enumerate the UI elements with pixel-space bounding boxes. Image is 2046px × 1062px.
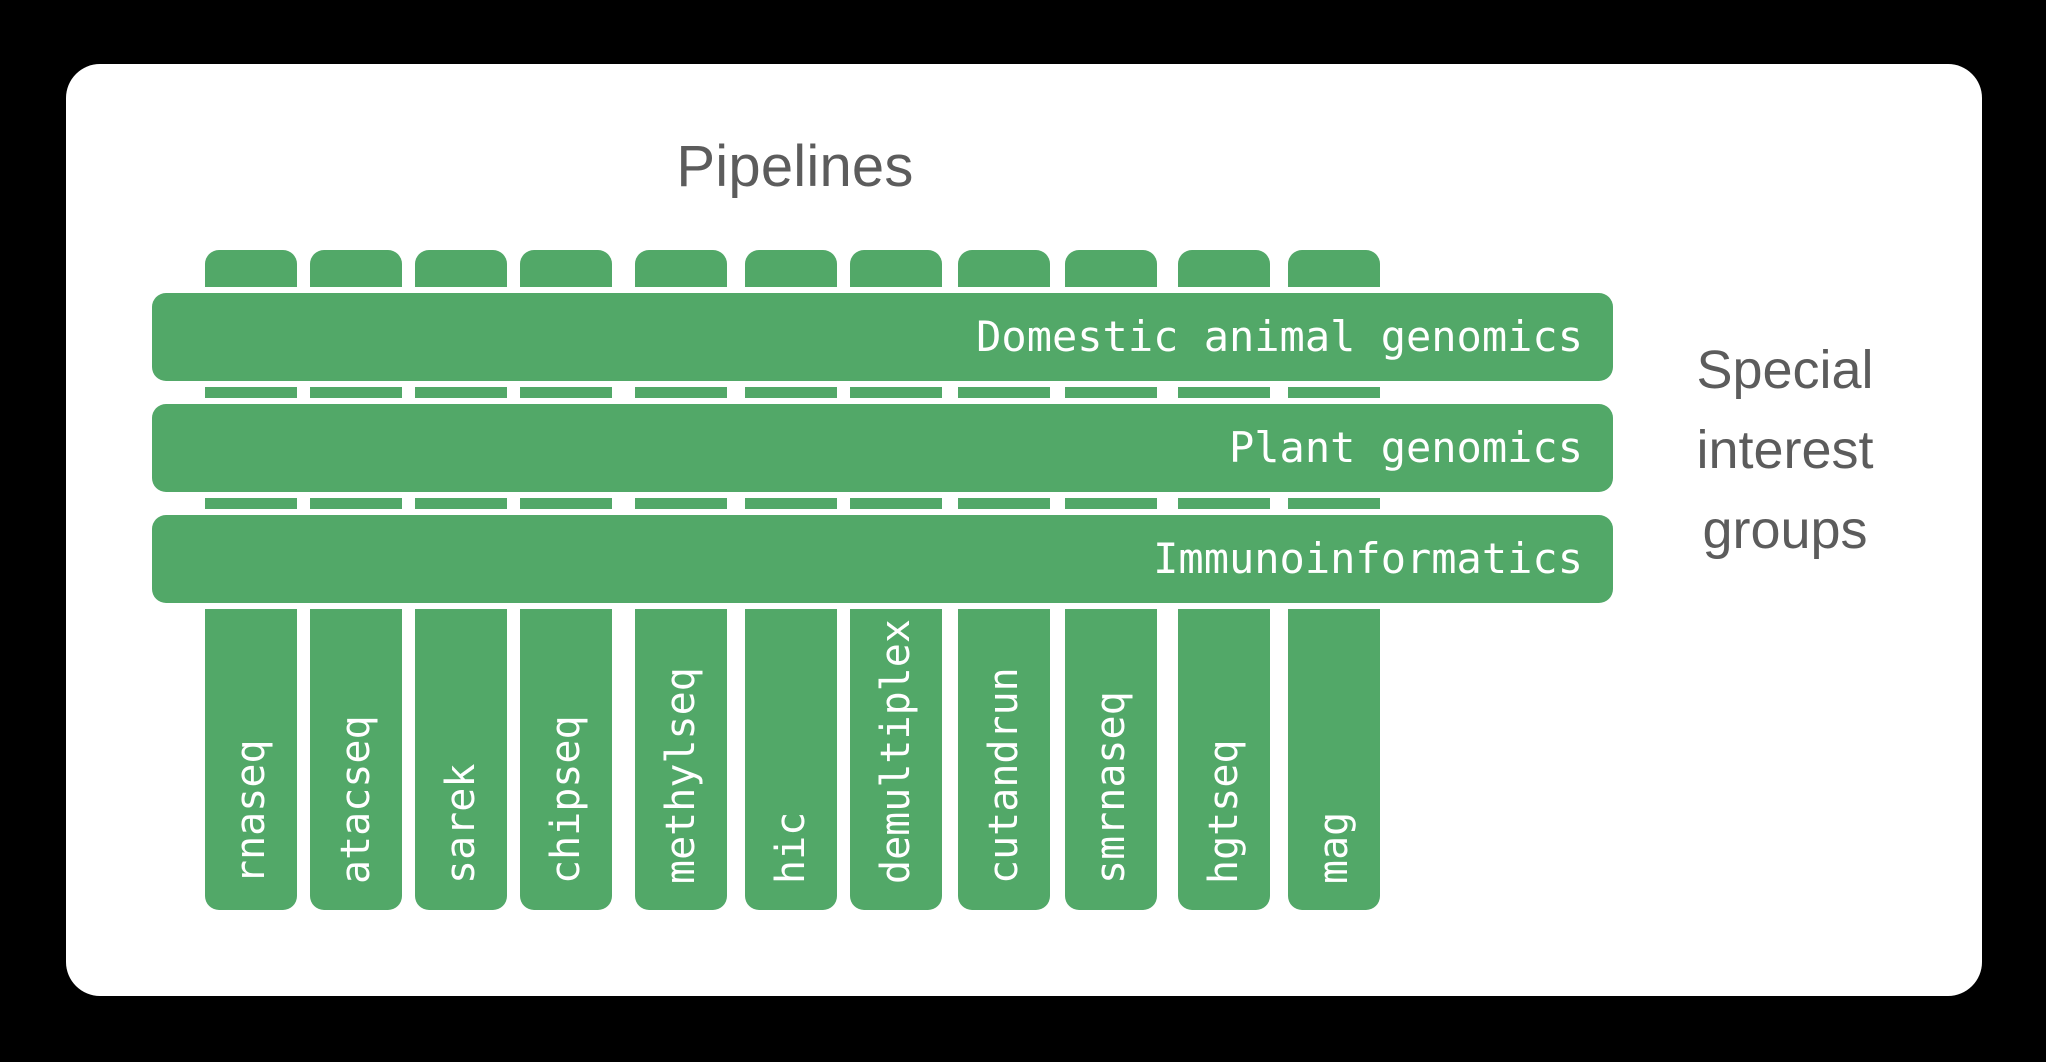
pipeline-label: atacseq <box>333 715 379 884</box>
sig-bar-immunoinformatics[interactable]: Immunoinformatics <box>152 515 1613 603</box>
pipeline-label: hgtseq <box>1201 739 1247 885</box>
pipeline-label: hic <box>768 811 814 884</box>
sig-caption-line-3: groups <box>1702 500 1868 560</box>
pipeline-label: demultiplex <box>873 619 919 884</box>
sig-label: Domestic animal genomics <box>976 312 1583 361</box>
pipeline-label: mag <box>1311 811 1357 884</box>
sig-bar-plant-genomics[interactable]: Plant genomics <box>152 404 1613 492</box>
pipeline-label: methylseq <box>658 667 704 884</box>
sig-caption-line-2: interest <box>1696 420 1874 480</box>
sig-bar-domestic-animal-genomics[interactable]: Domestic animal genomics <box>152 293 1613 381</box>
pipeline-label: rnaseq <box>228 739 274 885</box>
special-interest-groups-caption: Special interest groups <box>1660 330 1910 570</box>
sig-caption-line-1: Special <box>1696 340 1874 400</box>
sig-label: Immunoinformatics <box>1153 534 1583 583</box>
page-title-pipelines: Pipelines <box>676 134 914 199</box>
pipeline-label: sarek <box>438 763 484 884</box>
pipeline-label: chipseq <box>543 715 589 884</box>
pipeline-label: cutandrun <box>981 667 1027 884</box>
sig-label: Plant genomics <box>1228 423 1583 472</box>
pipeline-label: smrnaseq <box>1088 691 1134 884</box>
